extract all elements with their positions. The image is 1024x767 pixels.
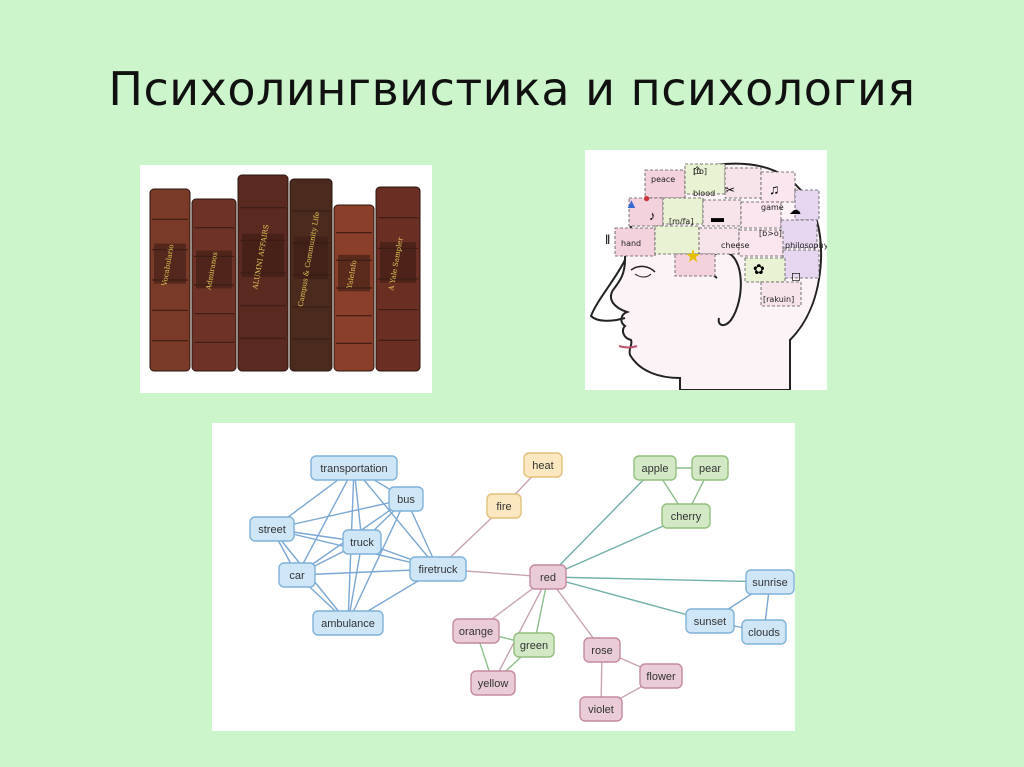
brain-word: [m/fa]: [669, 217, 693, 226]
brain-region: [745, 258, 785, 282]
network-node-pear: pear: [692, 456, 728, 480]
network-node-label: sunset: [694, 616, 726, 628]
network-node-heat: heat: [524, 453, 562, 477]
network-node-yellow: yellow: [471, 671, 515, 695]
tally-icon: ‖: [605, 232, 610, 247]
network-node-orange: orange: [453, 619, 499, 643]
network-node-rose: rose: [584, 638, 620, 662]
book-spine: A Yale Sampler: [376, 187, 420, 371]
network-node-label: firetruck: [418, 564, 458, 576]
semantic-network-image: transportation bus street truck car firetruck…: [212, 423, 795, 731]
network-node-label: ambulance: [321, 618, 375, 630]
brain-word: blood: [693, 189, 715, 198]
network-node-label: transportation: [320, 463, 387, 475]
network-node-street: street: [250, 517, 294, 541]
book-spine: Campus & Community Life: [290, 179, 332, 371]
network-node-violet: violet: [580, 697, 622, 721]
network-node-label: red: [540, 572, 556, 584]
network-node-label: truck: [350, 537, 374, 549]
apple-icon: ●: [643, 191, 650, 205]
network-node-label: pear: [699, 463, 721, 475]
network-edge: [348, 499, 406, 623]
network-node-apple: apple: [634, 456, 676, 480]
network-node-label: clouds: [748, 627, 780, 639]
network-node-label: fire: [496, 501, 511, 513]
book-spine: Admiranos: [192, 199, 236, 371]
network-node-sunset: sunset: [686, 609, 734, 633]
head-illustration: peaceblood[fo]gamehand[m/fa]cheese[b>o]p…: [585, 150, 827, 390]
network-node-fire: fire: [487, 494, 521, 518]
network-node-ambulance: ambulance: [313, 611, 383, 635]
brain-word: peace: [651, 175, 675, 184]
network-node-label: heat: [532, 460, 553, 472]
network-node-sunrise: sunrise: [746, 570, 794, 594]
brain-word: [b>o]: [759, 229, 782, 238]
brain-word: hand: [621, 239, 641, 248]
flower-icon: ✿: [753, 261, 765, 277]
cup-icon: ◻: [791, 269, 801, 283]
network-edge: [548, 577, 770, 582]
network-node-label: orange: [459, 626, 493, 638]
cloud-icon: ☁: [789, 203, 801, 217]
network-edge: [548, 468, 655, 577]
music-note-icon: ♪: [649, 208, 656, 223]
network-node-green: green: [514, 633, 554, 657]
network-node-bus: bus: [389, 487, 423, 511]
network-node-label: green: [520, 640, 548, 652]
network-edge: [493, 577, 548, 683]
brain-map-image: peaceblood[fo]gamehand[m/fa]cheese[b>o]p…: [585, 150, 827, 390]
network-node-label: flower: [646, 671, 676, 683]
brain-word: game: [761, 203, 784, 212]
guitar-icon: ♫: [769, 181, 780, 197]
star-icon: ★: [685, 246, 701, 266]
network-node-label: violet: [588, 704, 614, 716]
network-node-clouds: clouds: [742, 620, 786, 644]
network-node-label: rose: [591, 645, 612, 657]
network-node-label: apple: [642, 463, 669, 475]
network-node-flower: flower: [640, 664, 682, 688]
brain-region: [783, 250, 819, 278]
brain-word: philosophy: [785, 241, 827, 250]
car-icon: ▬: [711, 210, 724, 225]
network-node-label: yellow: [478, 678, 509, 690]
network-node-car: car: [279, 563, 315, 587]
lamp-icon: ▲: [625, 196, 638, 211]
network-node-red: red: [530, 565, 566, 589]
network-node-label: bus: [397, 494, 415, 506]
book-spine: Vocabulario: [150, 189, 190, 371]
house-icon: ⌂: [693, 161, 701, 177]
book-spine: ALUMNI AFFAIRS: [238, 175, 288, 371]
network-node-cherry: cherry: [662, 504, 710, 528]
brain-word: cheese: [721, 241, 749, 250]
mouth: [619, 346, 637, 348]
brain-word: [rakuin]: [763, 295, 794, 304]
scissors-icon: ✂: [725, 183, 735, 197]
slide-title: Психолингвистика и психология: [0, 62, 1024, 116]
network-node-label: sunrise: [752, 577, 787, 589]
network-node-transportation: transportation: [311, 456, 397, 480]
network-node-label: street: [258, 524, 286, 536]
book-spine: YaleInfo: [334, 205, 374, 371]
network-node-label: cherry: [671, 511, 702, 523]
network-node-label: car: [289, 570, 305, 582]
network-node-firetruck: firetruck: [410, 557, 466, 581]
network-node-truck: truck: [343, 530, 381, 554]
semantic-network: transportation bus street truck car firetruck…: [212, 423, 795, 731]
